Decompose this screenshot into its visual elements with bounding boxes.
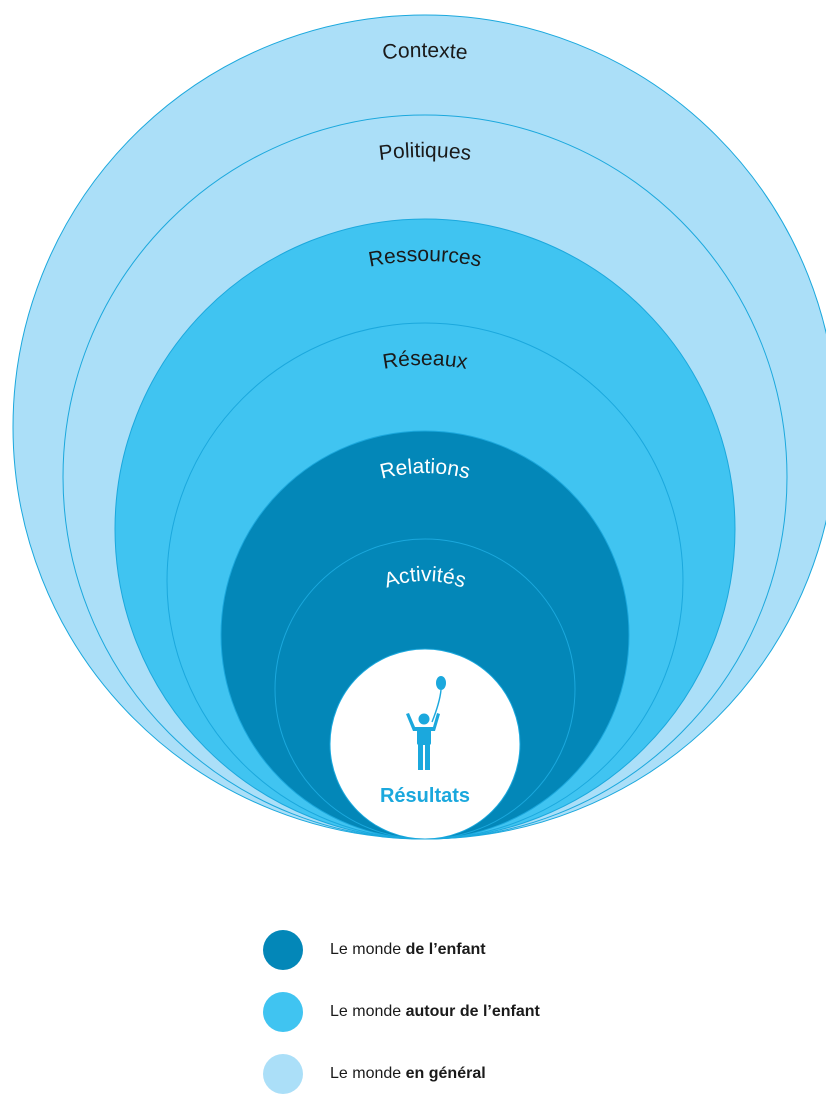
ring-label: Réseaux bbox=[381, 347, 470, 374]
legend-bold: de l’enfant bbox=[405, 941, 486, 958]
legend-label: Le monde autour de l’enfant bbox=[330, 1003, 540, 1021]
nested-circles-diagram: ContextePolitiquesRessourcesRéseauxRelat… bbox=[12, 14, 826, 840]
legend-prefix: Le monde bbox=[330, 941, 402, 958]
legend-bold: en général bbox=[405, 1065, 486, 1082]
ring-label: Contexte bbox=[381, 39, 468, 64]
legend-bold: autour de l’enfant bbox=[405, 1003, 540, 1020]
legend-swatch-light bbox=[263, 1054, 303, 1094]
legend-prefix: Le monde bbox=[330, 1065, 402, 1082]
center-group: Résultats bbox=[329, 648, 521, 840]
legend-swatch-dark bbox=[263, 930, 303, 970]
rings-group: ContextePolitiquesRessourcesRéseauxRelat… bbox=[12, 14, 826, 840]
legend-label: Le monde en général bbox=[330, 1065, 486, 1083]
center-label: Résultats bbox=[380, 785, 470, 807]
legend-prefix: Le monde bbox=[330, 1003, 402, 1020]
legend-item-around-child: Le monde autour de l’enfant bbox=[263, 992, 783, 1032]
child-with-balloon-icon bbox=[406, 676, 446, 770]
legend-item-general-world: Le monde en général bbox=[263, 1054, 783, 1094]
legend-label: Le monde de l’enfant bbox=[330, 941, 486, 959]
legend-item-child-world: Le monde de l’enfant bbox=[263, 930, 783, 970]
legend: Le monde de l’enfant Le monde autour de … bbox=[263, 930, 783, 1116]
legend-swatch-medium bbox=[263, 992, 303, 1032]
